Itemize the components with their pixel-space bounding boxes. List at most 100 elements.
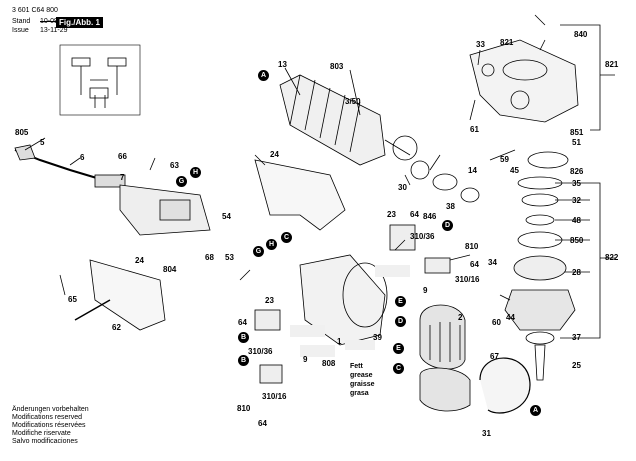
part-label: 48	[572, 216, 581, 225]
footer-line-fr: Modifications réservées	[12, 422, 86, 429]
stand-date: 10-09-23	[40, 18, 69, 25]
marker-e: E	[395, 296, 406, 307]
rear-handle-lower	[89, 259, 166, 331]
part-label: 804	[163, 265, 177, 274]
part-label: 64	[410, 210, 419, 219]
part-label: 821	[605, 60, 619, 69]
part-label: 826	[570, 167, 584, 176]
marker-c: C	[393, 363, 404, 374]
part-label: 34	[488, 258, 497, 267]
part-label: 32	[572, 196, 581, 205]
part-label: 310/16	[262, 392, 287, 401]
rear-handle-upper	[254, 159, 346, 231]
part-label: 821	[500, 38, 514, 47]
part-label: 35	[572, 179, 581, 188]
armature	[279, 74, 386, 166]
part-label: 44	[506, 313, 515, 322]
part-label: 310/16	[455, 275, 480, 284]
part-label: 64	[238, 318, 247, 327]
footer-line-it: Modifiche riservate	[12, 430, 71, 437]
part-label: 2	[458, 313, 463, 322]
part-label: 9	[303, 355, 308, 364]
part-label: 23	[387, 210, 396, 219]
part-label: 53	[225, 253, 234, 262]
part-label: 808	[322, 359, 336, 368]
part-label: 805	[15, 128, 29, 137]
stand-label: Stand	[12, 18, 31, 25]
gear-head-housing	[469, 39, 579, 123]
marker-h: H	[266, 239, 277, 250]
motor-housing	[299, 254, 386, 346]
part-label: 60	[492, 318, 501, 327]
part-label: 810	[465, 242, 479, 251]
grease-note-de: Fett	[350, 363, 363, 370]
part-label: 67	[490, 352, 499, 361]
part-label: 39	[373, 333, 382, 342]
part-label: 310/36	[248, 347, 273, 356]
part-label: 851	[570, 128, 584, 137]
marker-g: G	[253, 246, 264, 257]
part-label: 68	[205, 253, 214, 262]
marker-b: B	[238, 332, 249, 343]
wiring-inset	[59, 44, 141, 116]
part-label: 1	[337, 337, 342, 346]
part-label: 3/50	[345, 97, 361, 106]
part-label: 59	[500, 155, 509, 164]
part-label: 64	[470, 260, 479, 269]
marker-e: E	[393, 343, 404, 354]
marker-h: H	[190, 167, 201, 178]
doc-number: 3 601 C64 800	[12, 7, 58, 14]
part-label: 310/36	[410, 232, 435, 241]
part-label: 6	[80, 153, 85, 162]
part-label: 31	[482, 429, 491, 438]
part-label: 64	[258, 419, 267, 428]
marker-d: D	[442, 220, 453, 231]
footer-line-es: Salvo modificaciones	[12, 438, 78, 445]
part-label: 803	[330, 62, 344, 71]
part-label: 62	[112, 323, 121, 332]
part-label: 54	[222, 212, 231, 221]
part-label: 63	[170, 161, 179, 170]
part-label: 30	[398, 183, 407, 192]
marker-a: A	[258, 70, 269, 81]
grease-note-en: grease	[350, 372, 373, 379]
marker-c: C	[281, 232, 292, 243]
part-label: 9	[423, 286, 428, 295]
part-label: 810	[237, 404, 251, 413]
part-label: 28	[572, 268, 581, 277]
part-label: 14	[468, 166, 477, 175]
part-label: 61	[470, 125, 479, 134]
part-label: 33	[476, 40, 485, 49]
part-label: 7	[120, 173, 125, 182]
part-label: 850	[570, 236, 584, 245]
part-label: 66	[118, 152, 127, 161]
part-label: 23	[265, 296, 274, 305]
part-label: 13	[278, 60, 287, 69]
part-label: 24	[270, 150, 279, 159]
marker-d: D	[395, 316, 406, 327]
grease-note-fr: graisse	[350, 381, 375, 388]
part-label: 840	[574, 30, 588, 39]
part-label: 45	[510, 166, 519, 175]
protection-guard	[479, 357, 531, 414]
field-coil-upper	[419, 304, 466, 370]
field-coil-lower	[419, 367, 471, 412]
part-label: 822	[605, 253, 619, 262]
part-label: 65	[68, 295, 77, 304]
bearing-flange	[504, 289, 576, 331]
footer-line-de: Änderungen vorbehalten	[12, 406, 89, 413]
part-label: 38	[446, 202, 455, 211]
marker-g: G	[176, 176, 187, 187]
marker-a: A	[530, 405, 541, 416]
part-label: 51	[572, 138, 581, 147]
part-label: 846	[423, 212, 437, 221]
figure-label: Fig./Abb. 1	[56, 17, 103, 28]
part-label: 24	[135, 256, 144, 265]
part-label: 37	[572, 333, 581, 342]
part-label: 25	[572, 361, 581, 370]
grease-note-es: grasa	[350, 390, 369, 397]
marker-b: B	[238, 355, 249, 366]
footer-line-en: Modifications reserved	[12, 414, 83, 421]
part-label: 5	[40, 138, 45, 147]
